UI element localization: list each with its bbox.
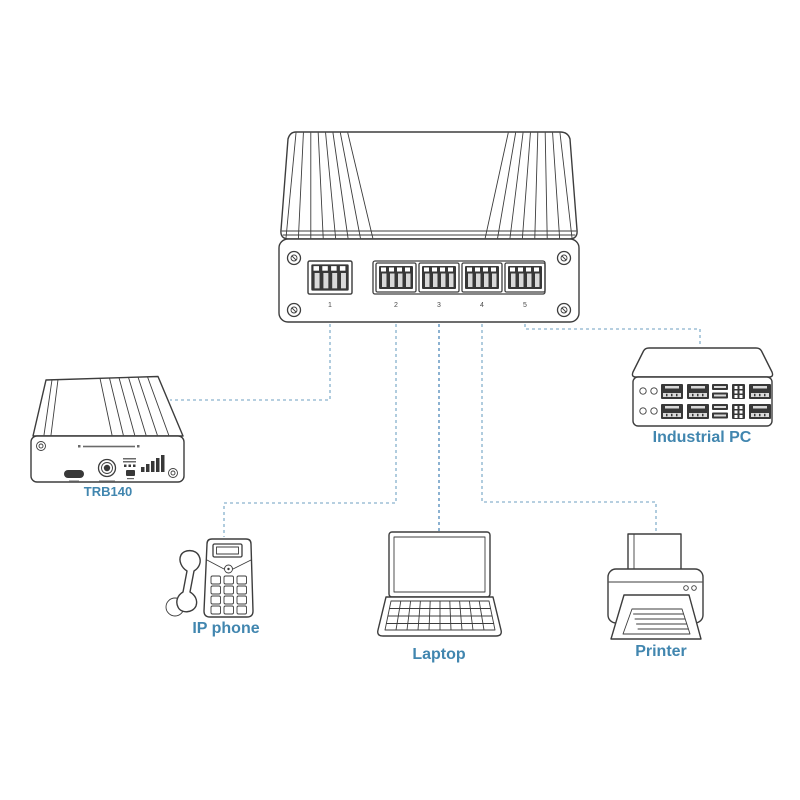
phone-speaker-dot	[227, 567, 230, 571]
trb140-device: TRB140	[30, 375, 185, 499]
pc-ethernet-port-icon	[687, 384, 709, 399]
ip-phone-label: IP phone	[192, 620, 259, 637]
laptop-device: Laptop	[377, 531, 502, 663]
switch-top-face	[280, 131, 578, 240]
connection-port2-ip-phone	[223, 312, 397, 537]
connection-port4-printer	[481, 312, 657, 533]
pc-ethernet-port-icon	[749, 404, 771, 419]
pc-ethernet-port-icon	[661, 404, 683, 419]
ethernet-port-1	[307, 260, 353, 295]
ethernet-port-2	[375, 262, 417, 293]
phone-handset-icon	[176, 549, 201, 613]
led-indicators-icon	[123, 458, 136, 480]
laptop-keyboard-icon	[384, 600, 496, 631]
phone-display	[212, 543, 243, 558]
signal-strength-icon	[141, 455, 165, 472]
ethernet-port-3	[418, 262, 460, 293]
pc-io-connector-icon	[732, 384, 745, 399]
trb140-top-face	[32, 375, 184, 437]
usb-port-icon	[64, 470, 84, 482]
port-number-4: 4	[480, 302, 484, 309]
printer-label: Printer	[635, 643, 687, 660]
pc-ethernet-port-icon	[687, 404, 709, 419]
pc-ethernet-port-icon	[661, 384, 683, 399]
industrial-pc-label: Industrial PC	[653, 429, 752, 446]
port-number-2: 2	[394, 302, 398, 309]
phone-body	[203, 538, 254, 618]
pc-usb-port-icon	[712, 392, 728, 399]
printer-paper-input	[627, 533, 682, 571]
printer-button-icon	[683, 585, 689, 591]
antenna-connector-icon	[97, 458, 117, 482]
port-number-5: 5	[523, 302, 527, 309]
pc-usb-port-icon	[712, 404, 728, 410]
phone-trim-line	[206, 559, 225, 570]
industrial-pc-device: Industrial PC	[631, 347, 774, 446]
ethernet-port-5	[504, 262, 546, 293]
phone-keypad-icon	[210, 575, 247, 615]
port-number-3: 3	[437, 302, 441, 309]
cooling-fins-right-icon	[484, 132, 573, 239]
ip-phone-device: IP phone	[165, 538, 260, 637]
industrial-pc-top-face	[631, 347, 774, 378]
ethernet-port-4	[461, 262, 503, 293]
printer-output-paper	[622, 608, 691, 635]
printer-device: Printer	[607, 533, 704, 660]
pc-usb-port-icon	[712, 412, 728, 419]
panel-print	[78, 445, 140, 448]
connection-port1-trb140	[170, 312, 331, 401]
printer-button-icon	[691, 585, 697, 591]
switch-device: 1 2 3 4 5	[278, 131, 580, 323]
laptop-screen	[388, 531, 491, 598]
pc-ethernet-port-icon	[749, 384, 771, 399]
trb140-label: TRB140	[84, 484, 132, 499]
phone-display-inner	[216, 546, 239, 555]
phone-trim-line	[232, 559, 252, 570]
trb140-fins-icon	[43, 376, 170, 436]
round-connectors-icon	[639, 387, 658, 415]
phone-speaker-icon	[224, 564, 233, 574]
laptop-label: Laptop	[412, 646, 466, 663]
cooling-fins-left-icon	[285, 132, 374, 239]
connection-lines	[170, 312, 701, 537]
laptop-screen-inner	[393, 536, 486, 593]
port-number-1: 1	[328, 302, 332, 309]
pc-usb-port-icon	[712, 384, 728, 390]
pc-io-connector-icon	[732, 404, 745, 419]
